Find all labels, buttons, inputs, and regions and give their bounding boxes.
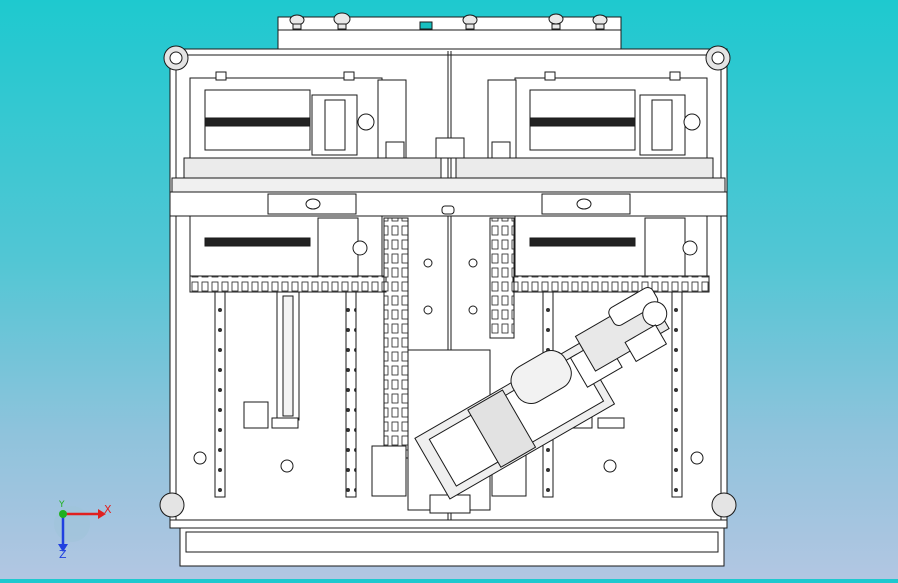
view-triad [54,506,106,552]
corner-casters [159,45,737,518]
lower-right-module [512,215,710,293]
cross-rail [169,177,728,217]
top-cover-plate [277,16,622,52]
lower-left-module [189,215,387,293]
upper-left-module [183,71,442,179]
triad-y-label: Y [59,500,65,510]
cable-ladders [383,217,515,459]
triad-x-label: X [104,503,112,516]
bottom-base-frame [169,519,728,567]
mount-holes [193,258,704,473]
top-knobs [289,12,608,30]
upper-right-module [455,71,714,179]
triad-z-label: Z [59,548,67,561]
robot-arm [414,287,670,500]
